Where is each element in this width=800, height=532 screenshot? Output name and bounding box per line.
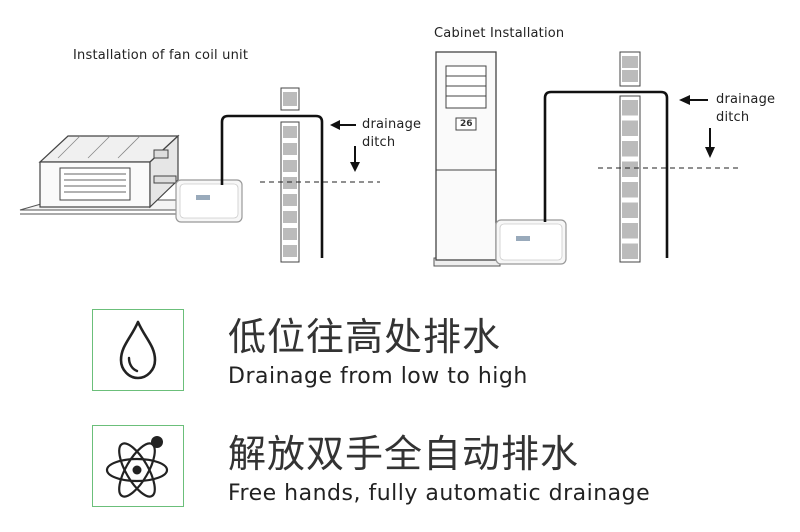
right-down-arrow-head [705,147,715,158]
left-ditch-label: ditch [362,135,396,150]
brick [622,182,638,198]
left-brick-wall [280,87,300,263]
right-drainage-label: drainage [716,92,776,107]
feature-title-zh-drainage: 低位往高处排水 [228,315,502,359]
feature-icon-box-automatic [92,425,184,507]
right-drain-pipe [543,90,669,258]
feature-icon-box-drainage [92,309,184,391]
left-drain-pipe [220,114,324,258]
feature-title-en-drainage: Drainage from low to high [228,364,528,389]
brick [283,194,297,206]
fan-coil-unit-illustration [19,134,236,215]
brick [283,211,297,223]
right-ditch-label: ditch [716,110,750,125]
brick [622,120,638,136]
atom-icon [105,436,169,498]
left-diagram-title: Installation of fan coil unit [73,48,249,63]
brick [283,160,297,172]
brick [622,141,638,157]
brick [622,161,638,177]
right-drain-pump [495,219,567,265]
right-arrow-head [679,95,690,105]
cabinet-display-readout: 26 [460,119,473,129]
feature-title-en-automatic: Free hands, fully automatic drainage [228,481,651,506]
left-drainage-label: drainage [362,117,422,132]
brick [283,126,297,138]
brick [622,223,638,239]
brick [283,245,297,257]
right-diagram-title: Cabinet Installation [434,26,565,41]
installation-diagram [19,51,740,267]
brick [283,228,297,240]
right-brick-wall [619,51,641,263]
brick [283,177,297,189]
brick [283,143,297,155]
feature-title-zh-automatic: 解放双手全自动排水 [228,432,580,476]
brick [622,202,638,218]
left-arrow-head [330,120,340,130]
cabinet-unit-illustration [433,51,501,267]
brick [622,100,638,116]
water-drop-icon [119,320,157,380]
left-down-arrow-head [350,162,360,172]
left-drain-pump [175,179,243,223]
brick [622,243,638,259]
